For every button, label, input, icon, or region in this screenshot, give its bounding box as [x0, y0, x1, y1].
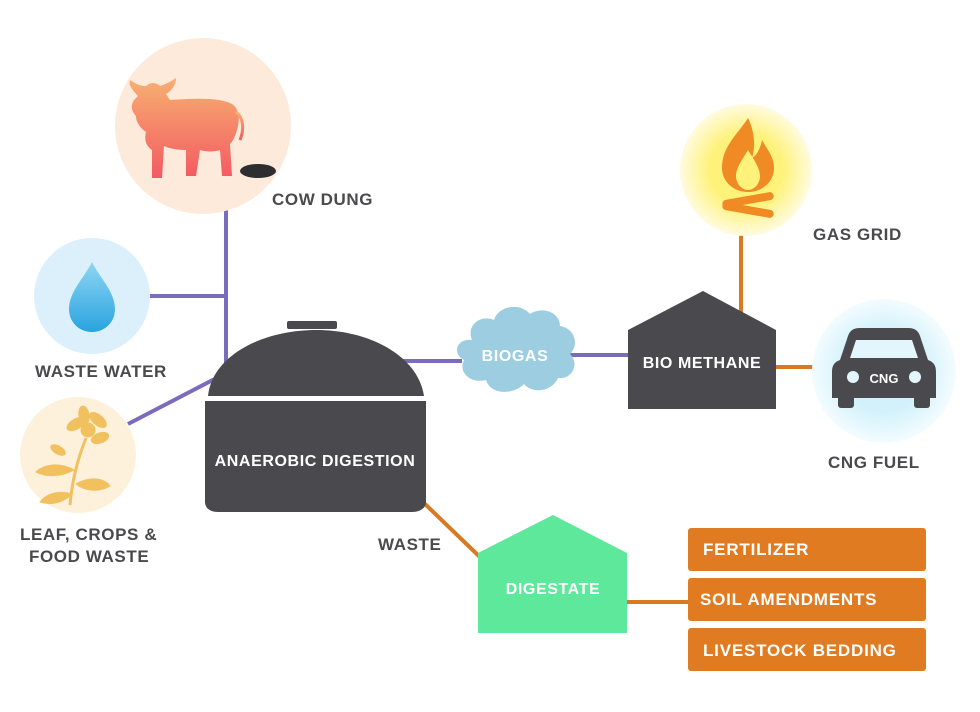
livestock-bedding-label: LIVESTOCK BEDDING: [703, 641, 897, 660]
leaf-crops-label-line1: LEAF, CROPS &: [20, 525, 157, 544]
biogas-cloud: [457, 306, 575, 392]
digestate-node: DIGESTATE: [478, 515, 627, 633]
bio-methane-house: [628, 291, 776, 409]
bio-methane-label: BIO METHANE: [643, 355, 762, 372]
digestate-uses: FERTILIZER SOIL AMENDMENTS LIVESTOCK BED…: [688, 528, 926, 671]
digestate-label: DIGESTATE: [506, 581, 601, 598]
leaf-crops-label-line2: FOOD WASTE: [29, 547, 149, 566]
gas-grid-label: GAS GRID: [813, 225, 902, 244]
livestock-bedding-box: [688, 628, 926, 671]
digestate-house: [478, 515, 627, 633]
biogas-label: BIOGAS: [482, 348, 549, 365]
fire-icon: [722, 118, 774, 218]
cow-icon: [129, 78, 245, 178]
cow-dung-node: COW DUNG: [115, 38, 373, 214]
digester-tank: ANAEROBIC DIGESTION: [205, 321, 426, 512]
cng-badge-label: CNG: [870, 371, 899, 386]
bio-methane-node: BIO METHANE: [628, 291, 776, 409]
waste-water-node: WASTE WATER: [34, 238, 167, 381]
leaf-circle: [20, 397, 136, 513]
leaf-crops-node: LEAF, CROPS & FOOD WASTE: [20, 397, 157, 566]
fertilizer-box: [688, 528, 926, 571]
cow-dung-label: COW DUNG: [272, 190, 373, 209]
dung-icon: [240, 164, 276, 178]
flower-icon: [35, 405, 111, 506]
cng-fuel-node: CNG CNG FUEL: [812, 299, 956, 472]
digester-cap: [287, 321, 337, 329]
biogas-node: BIOGAS: [457, 306, 575, 392]
connector-lines: [127, 205, 818, 604]
digester-body: [205, 401, 426, 512]
cng-fuel-label: CNG FUEL: [828, 453, 920, 472]
fertilizer-label: FERTILIZER: [703, 540, 809, 559]
waste-water-label: WASTE WATER: [35, 362, 167, 381]
waste-label: WASTE: [378, 535, 441, 554]
water-drop-icon: [69, 262, 115, 332]
soil-amendments-box: [688, 578, 926, 621]
soil-amendments-label: SOIL AMENDMENTS: [700, 590, 877, 609]
digester-to-digestate-line: [423, 502, 484, 561]
gas-grid-node: GAS GRID: [680, 104, 902, 244]
car-icon: [832, 328, 936, 408]
digester-dome: [208, 330, 424, 396]
digester-label: ANAEROBIC DIGESTION: [215, 453, 416, 470]
